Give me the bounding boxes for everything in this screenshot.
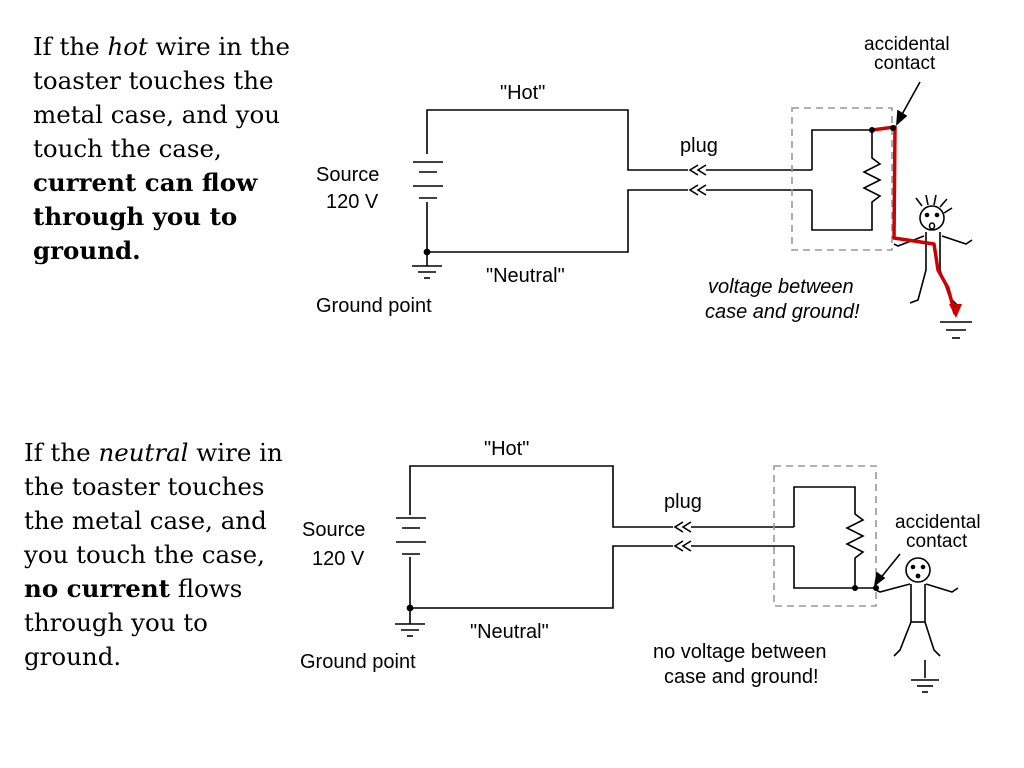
voltage-label: 120 V [326, 191, 379, 213]
ground-symbol [911, 660, 939, 693]
caption-bold: no current [24, 574, 170, 603]
voltage-note: no voltage between [653, 641, 826, 663]
contact-point-dot [869, 127, 875, 133]
voltage-note: case and ground! [705, 301, 860, 323]
junction-dot [423, 248, 431, 256]
toaster-hot-lead [811, 129, 873, 170]
accidental-contact-label: accidental [895, 512, 981, 533]
contact-point-dot [873, 585, 879, 591]
voltage-note: voltage between [708, 276, 854, 298]
ground-point-label: Ground point [300, 651, 416, 673]
caption-text: wire in the toaster touches the metal ca… [24, 438, 283, 569]
caption-text: flows through you to ground. [24, 574, 243, 671]
toaster-hot-lead [793, 486, 856, 527]
contact-point-dot [890, 125, 896, 131]
accidental-contact-label: contact [874, 53, 936, 74]
plug-label: plug [664, 491, 702, 513]
toaster-neutral-lead [793, 546, 856, 589]
toaster-case [773, 465, 877, 607]
caption-text: wire in the toaster touches the metal ca… [33, 32, 290, 163]
person-figure [875, 557, 959, 657]
contact-arrowhead [873, 571, 886, 587]
neutral-label: "Neutral" [486, 265, 565, 287]
caption-bold: current can flow through you to ground. [33, 168, 258, 265]
plug-label: plug [680, 135, 718, 157]
ground-symbol [940, 321, 972, 339]
caption-emphasis: neutral [98, 438, 189, 467]
ground-point-label: Ground point [316, 295, 432, 317]
hot-wire [409, 465, 673, 528]
heating-element [845, 508, 865, 566]
toaster-case [791, 107, 893, 251]
junction-dot [406, 604, 414, 612]
caption-text: If the [33, 32, 108, 61]
plug-symbol [688, 164, 707, 196]
diagram-neutral-fault [395, 465, 959, 693]
voltage-note: case and ground! [664, 666, 819, 688]
contact-arrow [899, 81, 921, 119]
accidental-contact-label: accidental [864, 34, 950, 55]
neutral-wire [426, 189, 688, 253]
caption-text: If the [24, 438, 99, 467]
contact-point-dot [852, 585, 858, 591]
neutral-label: "Neutral" [470, 621, 549, 643]
ground-symbol [395, 623, 425, 637]
source-label: Source [302, 519, 365, 541]
source-label: Source [316, 164, 379, 186]
contact-arrow [878, 553, 901, 581]
contact-arrowhead [896, 109, 908, 126]
caption-hot-fault: If the hot wire in the toaster touches t… [33, 30, 323, 268]
diagram-hot-fault [412, 81, 973, 339]
caption-neutral-fault: If the neutral wire in the toaster touch… [24, 436, 286, 674]
accidental-contact-label: contact [906, 531, 968, 552]
plug-symbol [673, 521, 692, 552]
caption-emphasis: hot [107, 32, 148, 61]
toaster-neutral-lead [811, 190, 873, 231]
person-figure [893, 194, 973, 307]
heating-element [862, 150, 882, 210]
ground-symbol [412, 265, 442, 279]
hot-label: "Hot" [484, 438, 529, 460]
hot-wire [426, 109, 688, 171]
fault-current-arrowhead [949, 304, 962, 318]
hot-label: "Hot" [500, 82, 545, 104]
voltage-label: 120 V [312, 548, 365, 570]
neutral-wire [409, 545, 673, 609]
